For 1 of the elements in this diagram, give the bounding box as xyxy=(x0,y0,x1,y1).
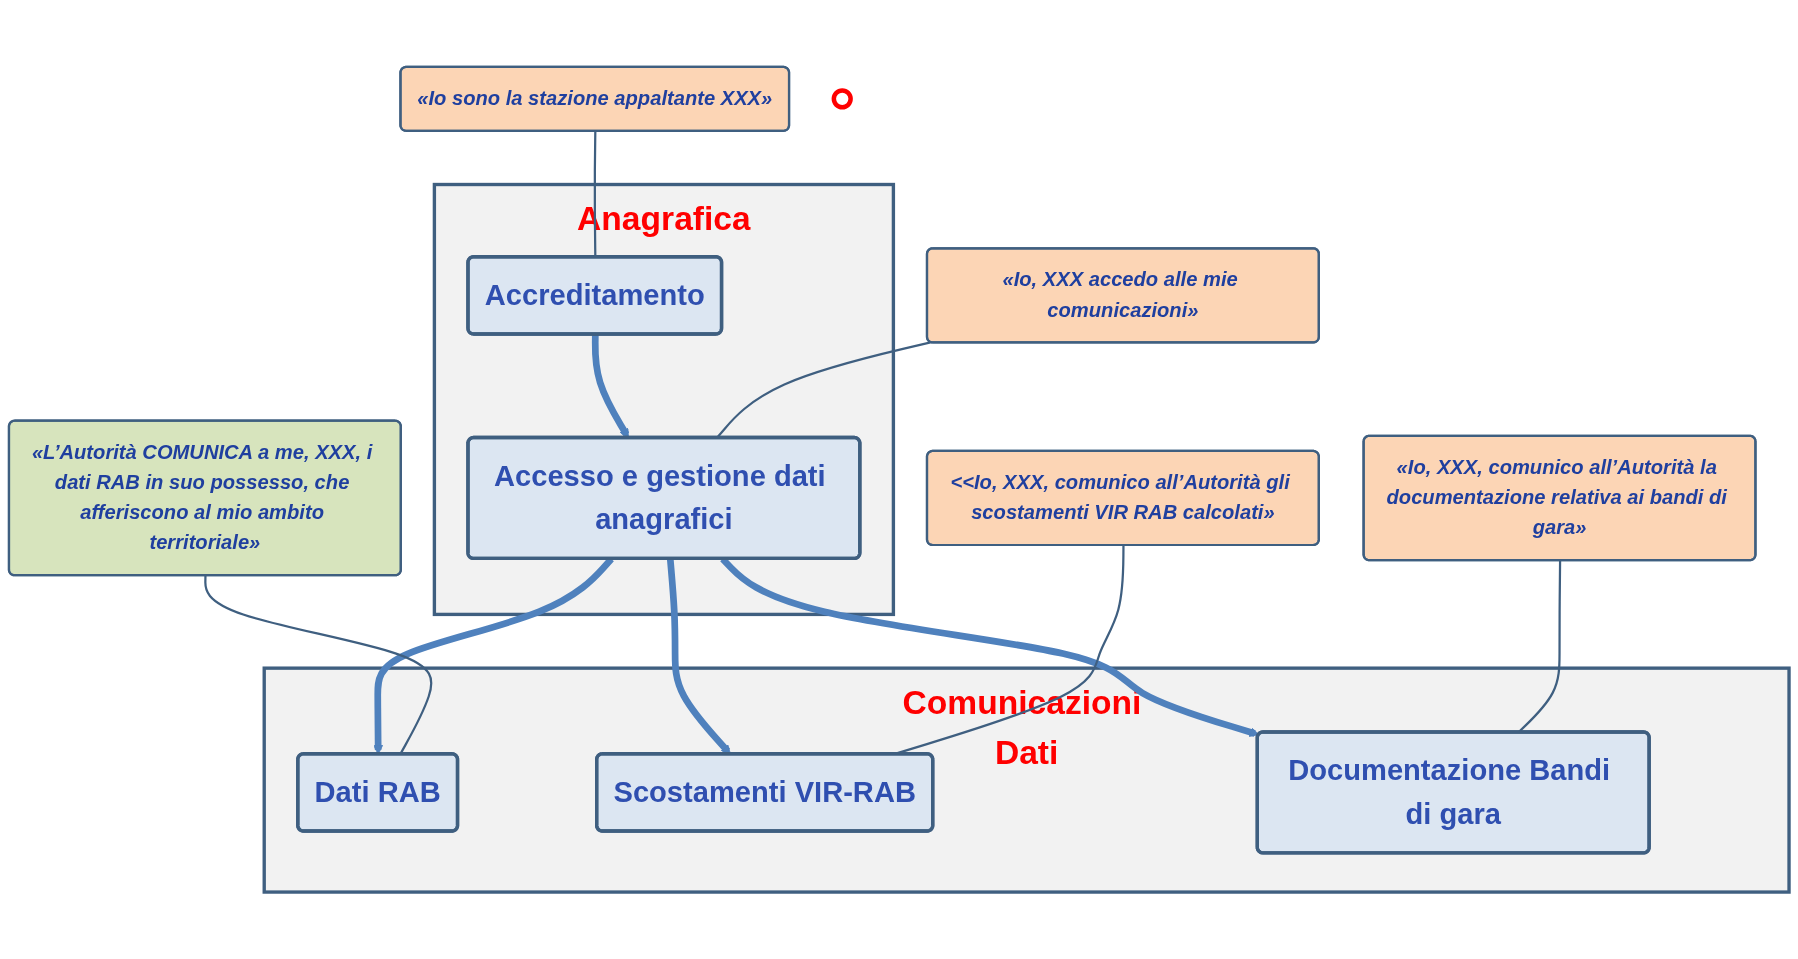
node-circle xyxy=(831,88,853,110)
